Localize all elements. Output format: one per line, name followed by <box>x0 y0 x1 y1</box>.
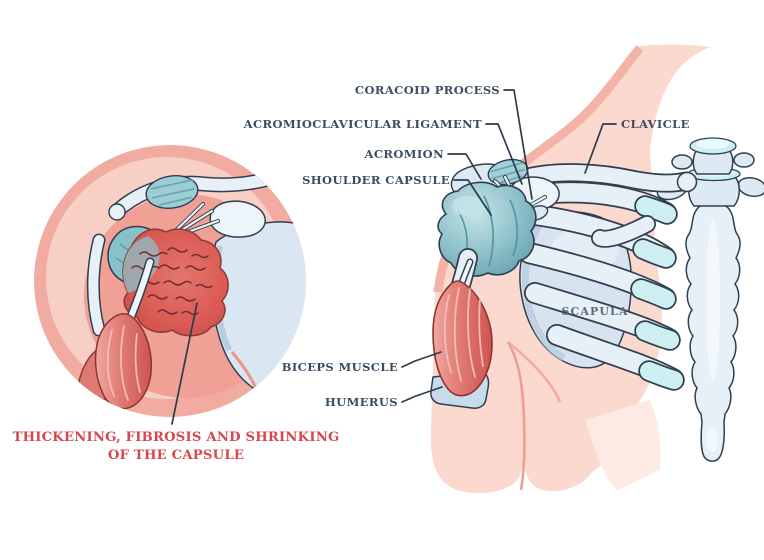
inset-supraspinatus <box>145 175 199 209</box>
shoulder-capsule-label: SHOULDER CAPSULE <box>302 173 450 187</box>
ac-ligament-leader <box>485 123 523 185</box>
acromion-leader <box>447 153 482 180</box>
inset-clavicle-knob <box>108 203 126 221</box>
disc-highlight <box>696 139 730 149</box>
anatomy-labels: CORACOID PROCESS ACROMIOCLAVICULAR LIGAM… <box>243 83 690 409</box>
sternum-highlight <box>706 220 720 380</box>
ribs <box>518 181 685 391</box>
capsule-highlight <box>452 196 484 216</box>
vertebra-wing <box>733 152 755 168</box>
armpit-crease <box>506 341 526 491</box>
tendon-stripe <box>490 162 524 173</box>
vertebrae <box>656 137 764 207</box>
fibrosis-squiggles <box>131 247 213 316</box>
inset-caption-line1: THICKENING, FIBROSIS AND SHRINKING <box>13 430 340 445</box>
capsule-crease <box>509 199 519 257</box>
sternum-tip-highlight <box>707 428 717 452</box>
rib-cartilage <box>640 362 683 389</box>
biceps-leader <box>401 351 442 368</box>
scapula-label: SCAPULA <box>561 305 628 318</box>
acromioclavicular-ligament-label: ACROMIOCLAVICULAR LIGAMENT <box>243 117 482 131</box>
inset-caption-pointer <box>171 302 198 425</box>
chest-crease <box>507 341 562 403</box>
humerus-leader <box>401 386 443 403</box>
vertebra-wing <box>671 154 693 170</box>
clavicle-head <box>676 171 698 193</box>
leader-lines <box>171 89 617 425</box>
inset-caption-line2: OF THE CAPSULE <box>108 448 244 463</box>
rib-cartilage <box>634 240 675 267</box>
rib-loop-end <box>592 216 655 247</box>
rib-cartilage <box>636 322 679 349</box>
clavicle-label: CLAVICLE <box>621 117 690 131</box>
clavicle-shaft <box>512 164 694 191</box>
coracoid-process-label: CORACOID PROCESS <box>355 83 500 97</box>
clavicle-leader <box>584 123 617 174</box>
rib-cartilage <box>632 280 675 308</box>
clavicle-bone <box>510 163 698 193</box>
rib-cartilage <box>636 197 676 223</box>
tendon-stripe <box>497 175 522 185</box>
coracoid-leader <box>503 89 533 200</box>
inflamed-ball-teal-overlay <box>122 236 160 293</box>
muscle-striations <box>443 287 484 382</box>
inset-caption: THICKENING, FIBROSIS AND SHRINKING OF TH… <box>13 430 340 463</box>
inset-muscle-striations <box>106 325 141 401</box>
acromion-label: ACROMION <box>364 147 445 161</box>
inset-junction-bone <box>209 200 266 238</box>
biceps-muscle-label: BICEPS MUSCLE <box>282 360 398 374</box>
inset-circle <box>34 145 306 417</box>
inset-tendon-blob <box>145 175 199 209</box>
tendon-stripe <box>492 168 525 180</box>
inset-humerus <box>88 235 104 335</box>
biceps-muscle-body <box>432 280 493 397</box>
vertebra-body <box>692 149 734 175</box>
humerus-label: HUMERUS <box>325 395 398 409</box>
arm <box>430 248 493 409</box>
capsule-leader <box>453 179 492 216</box>
torso-fade <box>585 400 661 490</box>
capsule-crease <box>483 195 494 267</box>
vertebra-wing <box>737 176 764 198</box>
